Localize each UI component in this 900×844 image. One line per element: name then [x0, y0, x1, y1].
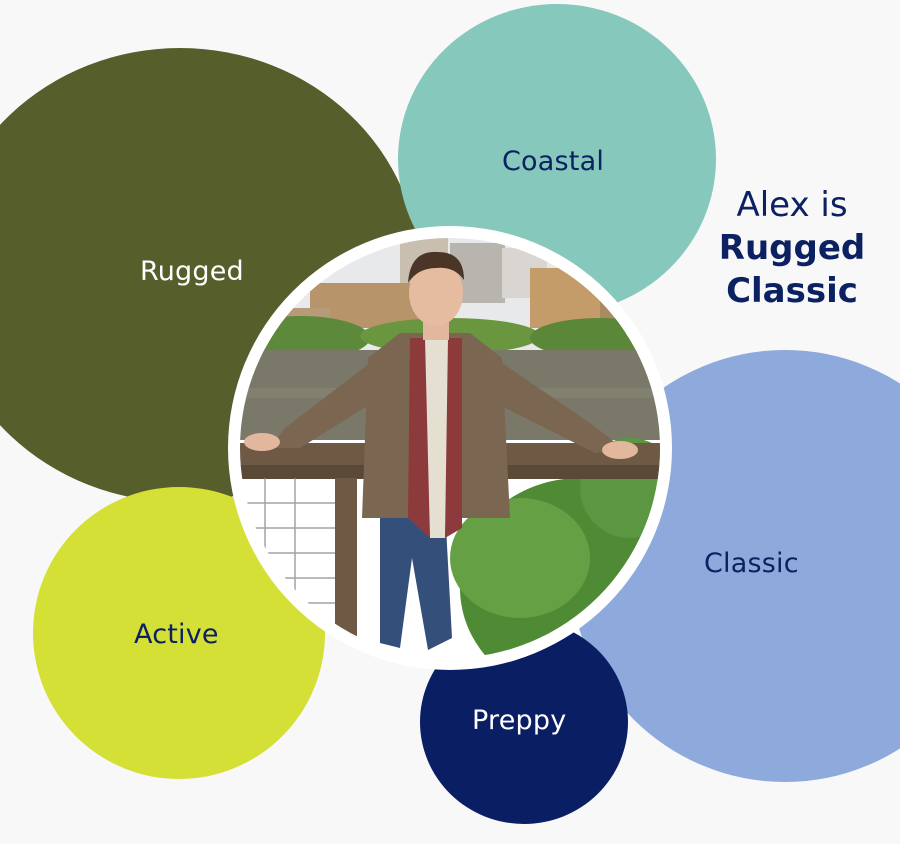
style-label-classic: Classic — [704, 548, 799, 579]
headline-line-style-1: Rugged — [718, 228, 866, 268]
style-label-active: Active — [134, 619, 219, 650]
portrait-photo — [240, 238, 660, 658]
style-result-headline: Alex is Rugged Classic — [712, 184, 872, 313]
headline-line-name: Alex is — [736, 185, 848, 225]
headline-line-style-2: Classic — [726, 271, 858, 311]
style-label-preppy: Preppy — [472, 705, 567, 736]
portrait-illustration — [240, 238, 660, 658]
style-label-rugged: Rugged — [140, 256, 244, 287]
style-label-coastal: Coastal — [502, 146, 605, 177]
